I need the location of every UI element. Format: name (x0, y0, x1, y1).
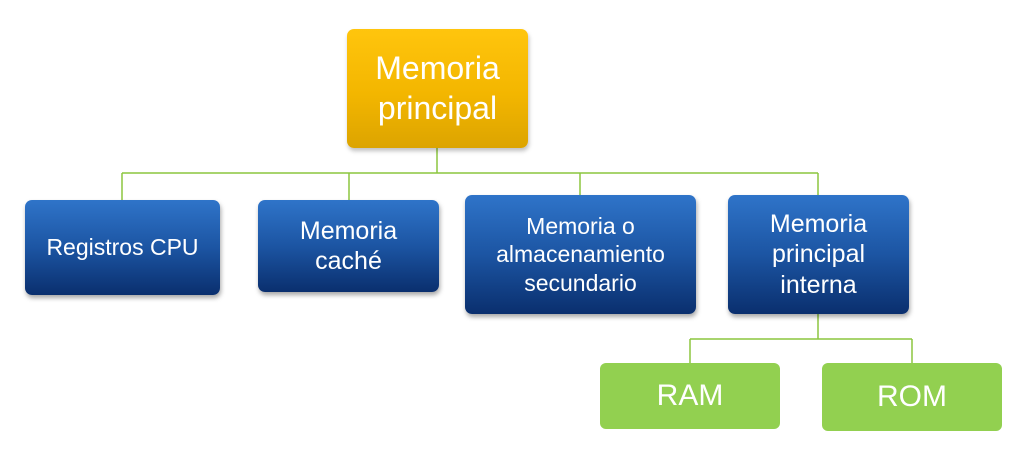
node-memoria-principal-interna: Memoria principal interna (728, 195, 909, 314)
node-label: RAM (656, 378, 724, 412)
node-label-line2: principal (377, 89, 498, 126)
node-label-line3: interna (780, 270, 857, 299)
node-memoria-principal: Memoria principal (347, 29, 528, 148)
node-memoria-secundario: Memoria o almacenamiento secundario (465, 195, 696, 314)
node-label-line1: Memoria (375, 50, 500, 87)
node-label-line1: Memoria o (526, 213, 635, 240)
node-label-line2: almacenamiento (496, 241, 665, 268)
node-label-line1: Registros CPU (46, 234, 199, 261)
node-rom: ROM (822, 363, 1002, 431)
node-ram: RAM (600, 363, 780, 429)
node-label: ROM (877, 379, 947, 413)
node-label-line1: Memoria (299, 216, 398, 245)
node-label-line3: secundario (524, 269, 637, 296)
node-label-line2: principal (771, 240, 866, 269)
node-memoria-cache: Memoria caché (258, 200, 439, 292)
node-label-line1: Memoria (769, 209, 868, 238)
node-label-line2: caché (315, 247, 382, 275)
node-registros-cpu: Registros CPU (25, 200, 220, 295)
